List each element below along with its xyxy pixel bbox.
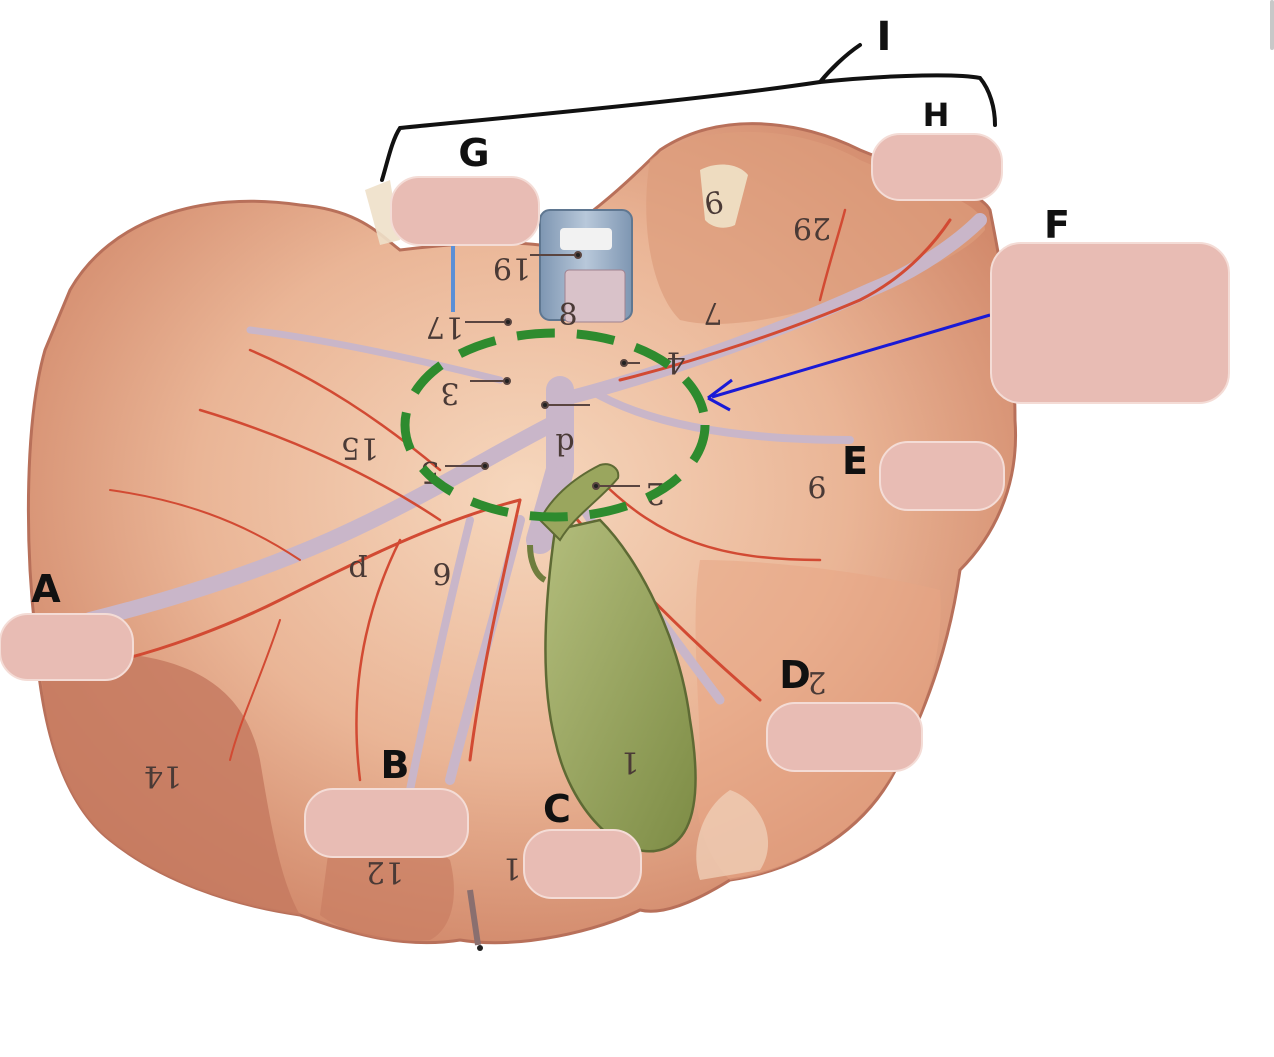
atlas-number: 2 — [807, 664, 826, 699]
label-e: E — [842, 439, 868, 483]
label-i: I — [877, 14, 892, 60]
answer-box-e[interactable] — [879, 441, 1005, 511]
arrow-f — [707, 313, 991, 412]
label-f: F — [1044, 203, 1070, 247]
label-d: D — [779, 653, 811, 697]
answer-box-h[interactable] — [871, 133, 1003, 201]
label-h: H — [923, 96, 950, 134]
atlas-number: 1 — [620, 744, 639, 779]
label-g: G — [458, 131, 489, 175]
atlas-number: d — [555, 426, 574, 461]
answer-box-a[interactable] — [0, 613, 134, 681]
bracket-i — [380, 43, 997, 182]
atlas-number: 1 — [502, 850, 521, 885]
atlas-number: 6 — [432, 555, 451, 590]
atlas-number: 19 — [493, 250, 531, 285]
atlas-number: 8 — [558, 298, 577, 333]
atlas-leaders — [445, 251, 640, 490]
round-ligament — [467, 889, 483, 951]
atlas-number: 9 — [807, 468, 826, 503]
atlas-number: p — [348, 553, 367, 588]
answer-box-c[interactable] — [523, 829, 642, 899]
scrollbar[interactable] — [1270, 0, 1274, 50]
answer-box-b[interactable] — [304, 788, 469, 858]
atlas-number: 7 — [703, 295, 722, 330]
answer-box-g[interactable] — [390, 176, 540, 246]
atlas-number: 3 — [440, 375, 459, 410]
atlas-numbers: 19 8 17 9 29 7 3 4 2 15 5 6 p 9 14 2 12 … — [144, 182, 831, 889]
atlas-number: 4 — [666, 344, 685, 379]
answer-boxes[interactable] — [0, 133, 1230, 899]
atlas-number: 12 — [366, 854, 404, 889]
porta-hepatis-dashed-circle — [400, 328, 710, 522]
label-a: A — [31, 567, 61, 611]
atlas-number: 17 — [426, 309, 464, 344]
inferior-vena-cava — [539, 209, 633, 323]
answer-box-f[interactable] — [990, 242, 1230, 404]
answer-box-d[interactable] — [766, 702, 923, 772]
atlas-number: 15 — [341, 430, 379, 465]
liver-body — [26, 122, 1018, 945]
atlas-number: 14 — [144, 758, 182, 793]
label-b: B — [381, 743, 410, 787]
label-c: C — [543, 787, 571, 831]
letter-labels: A B C D E F G H — [31, 96, 1070, 831]
atlas-number: 29 — [793, 210, 831, 245]
